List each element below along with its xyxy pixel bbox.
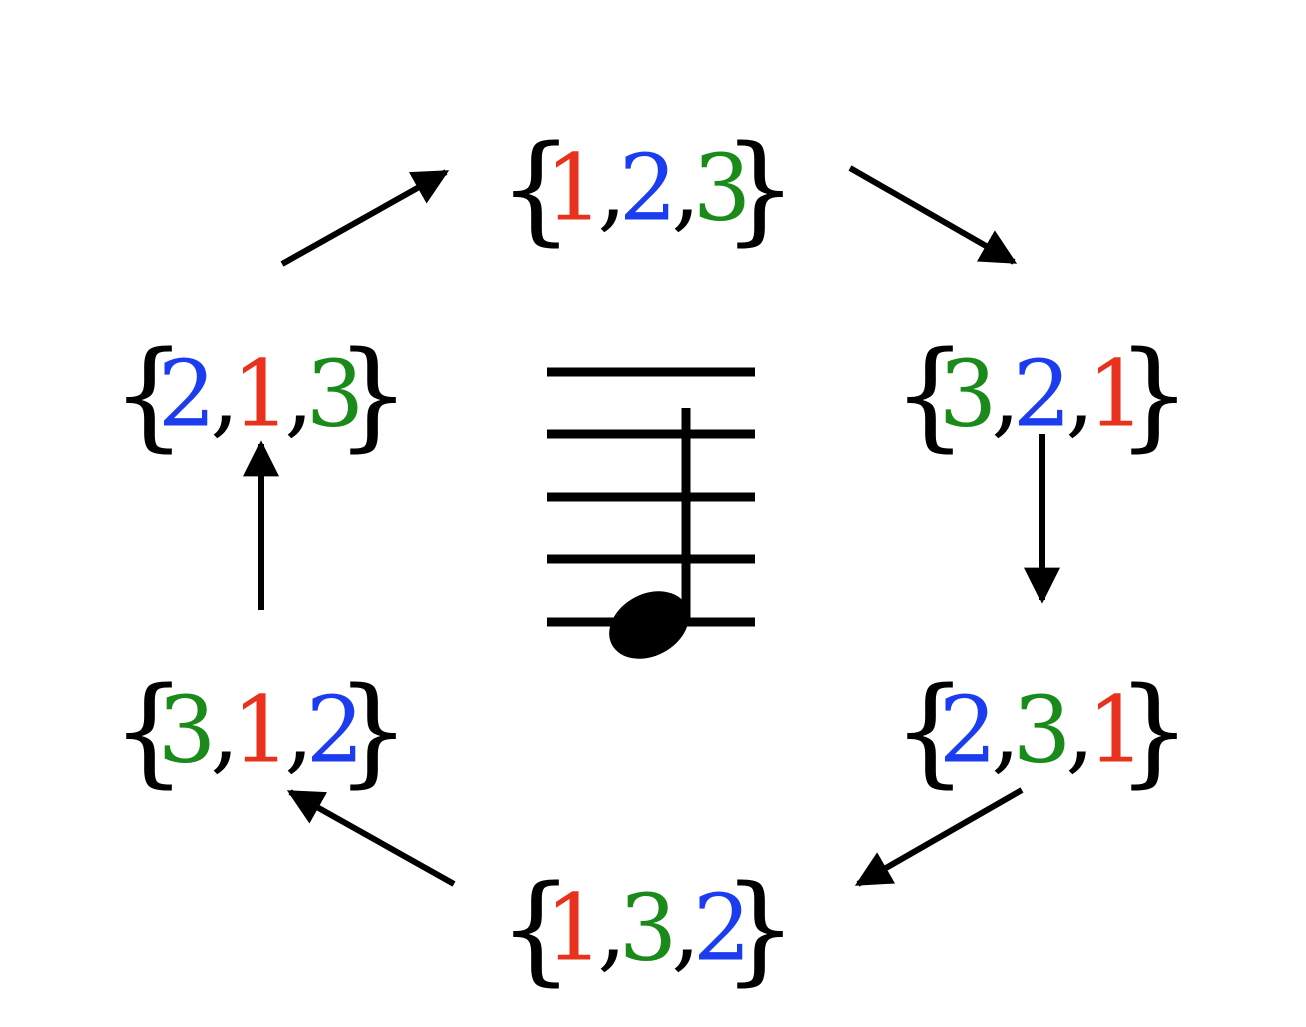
permutation-node-lower-left: {3,1,2} <box>111 661 410 799</box>
arrow-upper-left-to-top <box>280 169 450 267</box>
permutation-element: 2 <box>306 677 365 784</box>
note-head <box>609 591 689 659</box>
permutation-nodes: {1,2,3}{3,2,1}{2,3,1}{1,3,2}{3,1,2}{2,1,… <box>111 119 1191 997</box>
arrow-bottom-to-lower-left <box>286 789 456 887</box>
close-brace: } <box>1116 325 1191 463</box>
arrow-top-to-upper-right <box>848 165 1018 265</box>
comma-separator: , <box>1065 341 1094 448</box>
permutation-element: 3 <box>306 341 365 448</box>
comma-separator: , <box>671 875 700 982</box>
arrows-group <box>243 165 1060 887</box>
music-note-on-staff-icon <box>547 367 755 659</box>
arrow-lower-right-to-bottom <box>854 787 1024 887</box>
staff-lines <box>547 367 755 627</box>
close-brace: } <box>722 859 797 997</box>
permutation-element: 1 <box>545 875 604 982</box>
comma-separator: , <box>284 677 313 784</box>
open-brace: { <box>498 119 573 257</box>
comma-separator: , <box>991 341 1020 448</box>
permutation-element: 1 <box>232 677 291 784</box>
permutation-element: 3 <box>1013 677 1072 784</box>
permutation-node-top: {1,2,3} <box>498 119 797 257</box>
permutation-node-upper-left: {2,1,3} <box>111 325 410 463</box>
close-brace: } <box>1116 661 1191 799</box>
comma-separator: , <box>284 341 313 448</box>
open-brace: { <box>498 859 573 997</box>
comma-separator: , <box>1065 677 1094 784</box>
permutation-node-lower-right: {2,3,1} <box>892 661 1191 799</box>
close-brace: } <box>722 119 797 257</box>
permutation-element: 1 <box>1087 677 1146 784</box>
permutation-element: 2 <box>1013 341 1072 448</box>
permutation-node-upper-right: {3,2,1} <box>892 325 1191 463</box>
comma-separator: , <box>597 135 626 242</box>
comma-separator: , <box>991 677 1020 784</box>
close-brace: } <box>335 325 410 463</box>
permutation-element: 3 <box>939 341 998 448</box>
permutation-element: 2 <box>939 677 998 784</box>
open-brace: { <box>892 661 967 799</box>
comma-separator: , <box>597 875 626 982</box>
comma-separator: , <box>210 341 239 448</box>
permutation-element: 2 <box>693 875 752 982</box>
permutation-element: 2 <box>158 341 217 448</box>
permutation-element: 1 <box>1087 341 1146 448</box>
comma-separator: , <box>671 135 700 242</box>
open-brace: { <box>111 661 186 799</box>
permutation-node-bottom: {1,3,2} <box>498 859 797 997</box>
permutation-element: 1 <box>545 135 604 242</box>
comma-separator: , <box>210 677 239 784</box>
close-brace: } <box>335 661 410 799</box>
permutation-element: 3 <box>693 135 752 242</box>
open-brace: { <box>892 325 967 463</box>
permutation-element: 2 <box>619 135 678 242</box>
permutation-element: 3 <box>158 677 217 784</box>
permutation-element: 1 <box>232 341 291 448</box>
open-brace: { <box>111 325 186 463</box>
permutation-element: 3 <box>619 875 678 982</box>
